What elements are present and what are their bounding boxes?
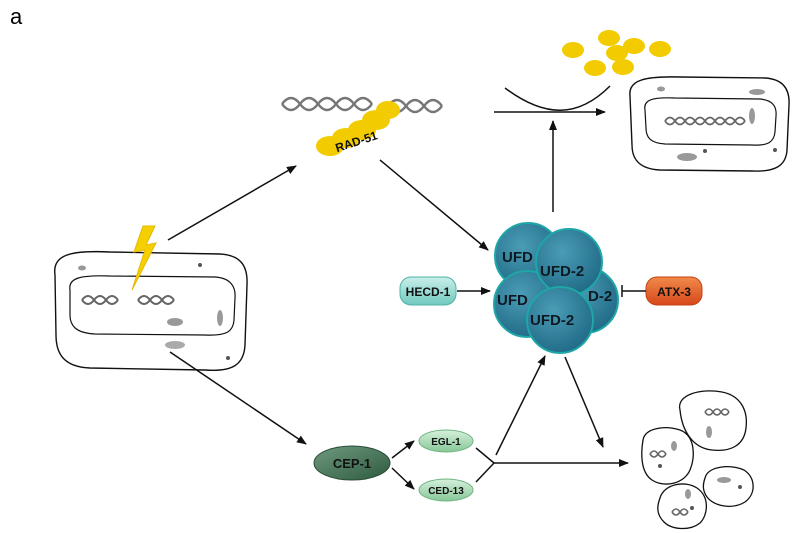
atx3-label: ATX-3	[657, 285, 691, 299]
hecd1-node	[399, 276, 457, 306]
panel-label: a	[10, 4, 23, 29]
ufd2-complex	[493, 222, 619, 354]
ufd2-label: UFD-2	[540, 263, 584, 280]
ced13-label: CED-13	[428, 486, 464, 497]
arrow-release-curve	[504, 85, 611, 111]
dna-helix-icon	[81, 295, 175, 305]
lightning-icon	[131, 225, 157, 291]
cep1-node	[313, 445, 391, 481]
cep1-label: CEP-1	[333, 456, 371, 471]
apoptotic-body-icon	[641, 390, 754, 530]
dna-helix-icon	[281, 96, 443, 114]
merge-egl1	[475, 447, 495, 464]
ced13-node	[418, 478, 474, 502]
egl1-label: EGL-1	[431, 437, 461, 448]
cell-icon	[629, 76, 790, 172]
pathway-arrows	[167, 85, 646, 490]
arrow-bh3-to-ufd2	[495, 355, 546, 456]
arrow-cep1-to-egl1	[391, 440, 415, 459]
arrow-cell-to-cep1	[169, 351, 307, 445]
ufd2-label: UFD	[502, 249, 533, 266]
ufd2-label: D-2	[588, 288, 612, 305]
egl1-node	[418, 429, 474, 453]
arrow-rad51-to-ufd2	[379, 159, 489, 251]
rad51-released	[562, 30, 671, 76]
hecd1-label: HECD-1	[406, 285, 451, 299]
arrow-cep1-to-ced13	[391, 467, 415, 490]
merge-ced13	[475, 462, 495, 483]
ufd2-label: UFD	[497, 292, 528, 309]
ufd2-label: UFD-2	[530, 312, 574, 329]
arrow-cell-to-dna	[167, 165, 297, 241]
rad51-filament	[316, 101, 400, 156]
arrow-ufd2-to-apoptosis	[564, 356, 604, 448]
cell-icon	[54, 250, 248, 372]
